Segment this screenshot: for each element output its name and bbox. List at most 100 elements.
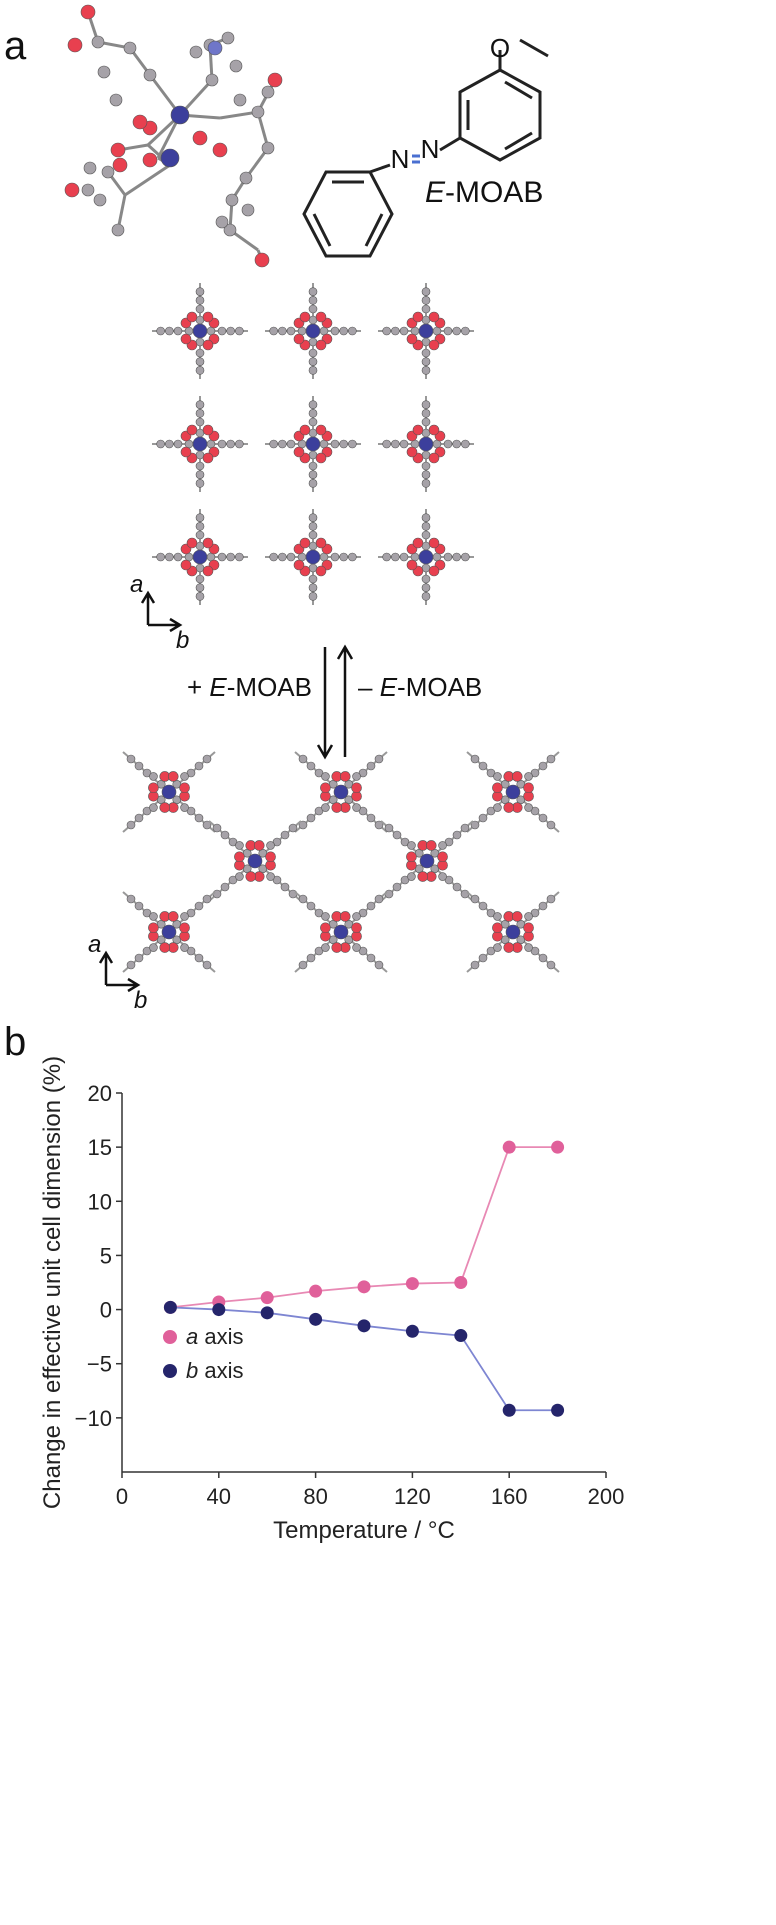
linker-carbon-atom	[421, 583, 431, 592]
linker-carbon-atom	[461, 439, 470, 449]
node-metal-atom	[419, 853, 435, 869]
node-oxygen-atom	[492, 782, 503, 794]
linker-carbon-atom	[308, 470, 318, 479]
node-oxygen-atom	[202, 565, 214, 577]
ring-double-bond	[504, 80, 533, 100]
y-tick-label: −5	[87, 1352, 112, 1377]
data-point-b-axis	[163, 1300, 177, 1314]
node-carbon-atom	[286, 439, 296, 449]
node-carbon-atom	[180, 943, 189, 952]
node-oxygen-atom	[428, 452, 440, 464]
linker-carbon-atom	[194, 761, 204, 771]
cluster-carbon-atom	[233, 93, 247, 107]
azo-bond	[369, 163, 391, 174]
node-carbon-atom	[321, 772, 330, 781]
a-axis-arrow	[140, 590, 156, 625]
node-metal-atom	[161, 924, 177, 940]
linker-carbon-atom	[452, 882, 462, 892]
linker-carbon-atom	[374, 894, 384, 904]
cluster-oxygen-atom	[110, 142, 126, 158]
azo-bond	[439, 136, 461, 152]
data-point-a-axis	[260, 1291, 274, 1305]
node-oxygen-atom	[299, 424, 311, 436]
node-oxygen-atom	[186, 537, 198, 549]
linker-carbon-atom	[308, 522, 318, 531]
forward-italic: E	[209, 672, 227, 702]
node-carbon-atom	[352, 943, 361, 952]
node-carbon-atom	[149, 912, 158, 921]
moab-label: E-MOAB	[425, 176, 543, 209]
x-tick-label: 120	[394, 1484, 431, 1509]
node-carbon-atom	[173, 552, 183, 562]
node-metal-atom	[305, 323, 321, 339]
linker-carbon-atom	[306, 761, 316, 771]
node-oxygen-atom	[148, 922, 159, 934]
y-tick-label: 10	[88, 1189, 112, 1214]
cluster-carbon-atom	[261, 85, 275, 99]
linker-carbon-atom	[165, 326, 174, 336]
x-tick-label: 0	[116, 1484, 128, 1509]
linker-carbon-atom	[195, 409, 205, 418]
cluster-oxygen-atom	[112, 157, 128, 173]
data-point-a-axis	[405, 1277, 419, 1291]
linker-carbon-atom	[421, 296, 431, 305]
node-carbon-atom	[493, 803, 502, 812]
node-metal-atom	[333, 784, 349, 800]
linker-carbon-atom	[470, 894, 480, 904]
linker-carbon-atom	[421, 522, 431, 531]
ring-double-bond	[312, 213, 332, 247]
linker-carbon-atom	[269, 552, 278, 562]
linker-carbon-atom	[478, 953, 488, 963]
linker-carbon-atom	[374, 754, 384, 764]
node-metal-atom	[418, 436, 434, 452]
linker-carbon-atom	[195, 357, 205, 366]
linker-carbon-atom	[212, 823, 222, 833]
node-oxygen-atom	[299, 537, 311, 549]
node-carbon-atom	[524, 912, 533, 921]
x-axis-title: Temperature / °C	[273, 1517, 455, 1544]
linker-carbon-atom	[278, 326, 287, 336]
linker-carbon-atom	[392, 830, 402, 840]
node-oxygen-atom	[339, 771, 351, 782]
legend-label-italic: b	[186, 1358, 198, 1383]
node-carbon-atom	[173, 439, 183, 449]
forward-process-label: + E-MOAB	[187, 672, 312, 702]
linker-carbon-atom	[165, 439, 174, 449]
y-tick-label: 15	[88, 1135, 112, 1160]
cluster-carbon-atom	[251, 105, 265, 119]
cluster-bond	[124, 163, 171, 197]
axis-indicator-bottom	[98, 950, 141, 993]
linker-carbon-atom	[470, 960, 480, 970]
linker-carbon-atom	[384, 823, 394, 833]
cluster-oxygen-atom	[64, 182, 80, 198]
linker-carbon-atom	[298, 754, 308, 764]
node-carbon-atom	[180, 803, 189, 812]
linker-carbon-atom	[308, 583, 318, 592]
linker-carbon-atom	[194, 953, 204, 963]
cluster-carbon-atom	[239, 171, 253, 185]
node-oxygen-atom	[293, 446, 305, 458]
node-metal-atom	[505, 924, 521, 940]
node-metal-atom	[192, 549, 208, 565]
node-carbon-atom	[443, 552, 453, 562]
axis-label-b-top: b	[176, 627, 189, 654]
linker-carbon-atom	[538, 901, 548, 911]
node-carbon-atom	[286, 552, 296, 562]
x-tick-label: 200	[588, 1484, 625, 1509]
node-oxygen-atom	[186, 424, 198, 436]
node-carbon-atom	[330, 552, 340, 562]
linker-carbon-atom	[546, 894, 556, 904]
node-carbon-atom	[180, 772, 189, 781]
node-carbon-atom	[195, 304, 205, 314]
node-carbon-atom	[399, 552, 409, 562]
panel-label-a: a	[4, 24, 27, 68]
node-carbon-atom	[421, 574, 431, 584]
cluster-metal-atom	[160, 148, 180, 168]
node-oxygen-atom	[315, 424, 327, 436]
node-oxygen-atom	[167, 911, 179, 922]
node-oxygen-atom	[339, 911, 351, 922]
linker-carbon-atom	[452, 552, 461, 562]
linker-carbon-atom	[348, 326, 357, 336]
linker-carbon-atom	[339, 439, 348, 449]
